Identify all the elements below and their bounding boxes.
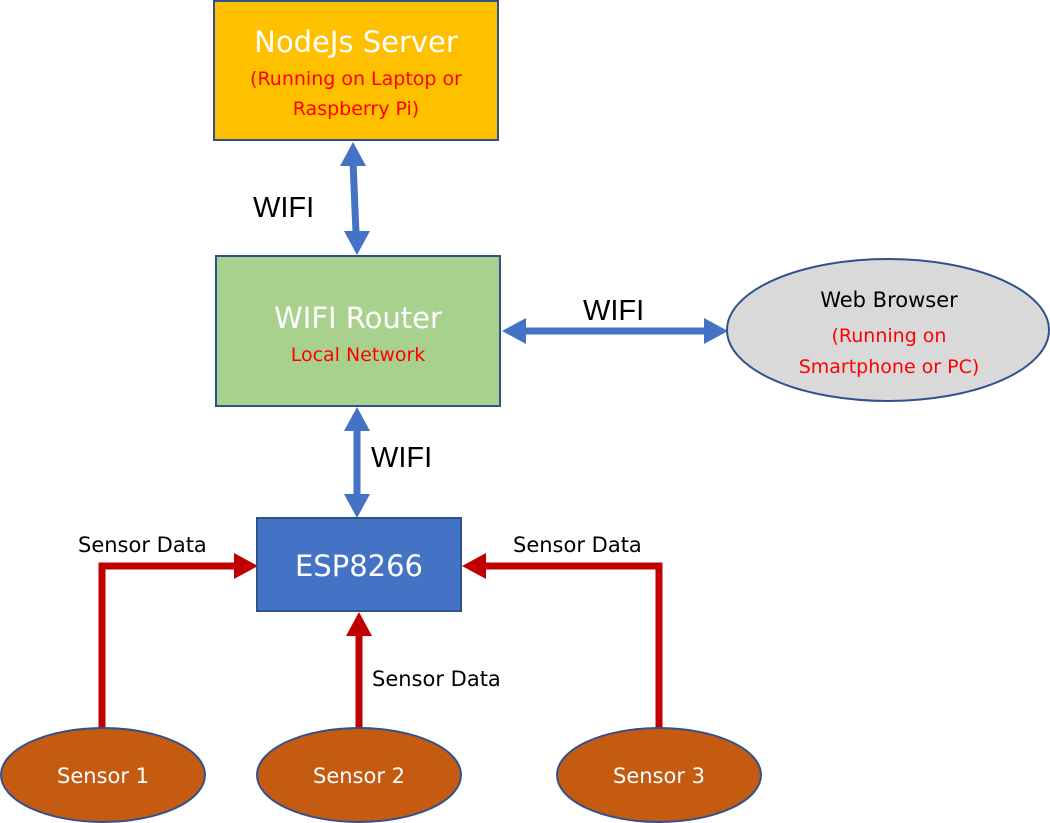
web-browser-title: Web Browser (820, 288, 958, 312)
wifi-router-subtitle: Local Network (291, 344, 426, 366)
node-nodejs-server: NodeJs Server (Running on Laptop or Rasp… (213, 0, 499, 141)
connector-sensor2-esp (346, 612, 372, 728)
node-sensor-3: Sensor 3 (556, 727, 762, 823)
esp8266-title: ESP8266 (295, 549, 423, 583)
label-wifi-router-esp: WIFI (371, 442, 432, 474)
label-sensor-data-1: Sensor Data (78, 533, 207, 557)
arrowhead-right (234, 553, 258, 579)
arrowhead-up (344, 407, 370, 431)
arrowhead-right (704, 318, 728, 344)
arrowhead-left (502, 318, 526, 344)
connector-router-browser (502, 318, 728, 344)
arrowhead-left (462, 553, 486, 579)
node-sensor-1: Sensor 1 (0, 727, 206, 823)
nodejs-server-subtitle-line1: (Running on Laptop or (250, 68, 462, 90)
label-sensor-data-2: Sensor Data (372, 667, 501, 691)
arrowhead-down (344, 231, 370, 255)
sensor-1-label: Sensor 1 (57, 764, 149, 788)
label-sensor-data-3: Sensor Data (513, 533, 642, 557)
arrowhead-up (340, 142, 366, 166)
connector-server-router (340, 142, 370, 255)
arrowhead-up (346, 612, 372, 636)
node-sensor-2: Sensor 2 (256, 727, 462, 823)
connector-sensor3-esp (462, 553, 663, 728)
web-browser-subtitle-line1: (Running on (832, 325, 947, 347)
label-wifi-server-router: WIFI (253, 192, 314, 224)
label-wifi-router-browser: WIFI (583, 295, 644, 327)
node-wifi-router: WIFI Router Local Network (215, 255, 501, 407)
wifi-router-title: WIFI Router (274, 301, 442, 335)
nodejs-server-subtitle-line2: Raspberry Pi) (293, 98, 419, 120)
arrowhead-down (344, 494, 370, 518)
web-browser-subtitle-line2: Smartphone or PC) (799, 356, 980, 378)
node-esp8266: ESP8266 (256, 517, 462, 612)
node-web-browser: Web Browser (Running on Smartphone or PC… (726, 258, 1050, 402)
connector-sensor1-esp (98, 553, 258, 728)
connector-router-esp (344, 407, 370, 518)
sensor-3-label: Sensor 3 (613, 764, 705, 788)
sensor-2-label: Sensor 2 (313, 764, 405, 788)
nodejs-server-title: NodeJs Server (254, 25, 458, 59)
